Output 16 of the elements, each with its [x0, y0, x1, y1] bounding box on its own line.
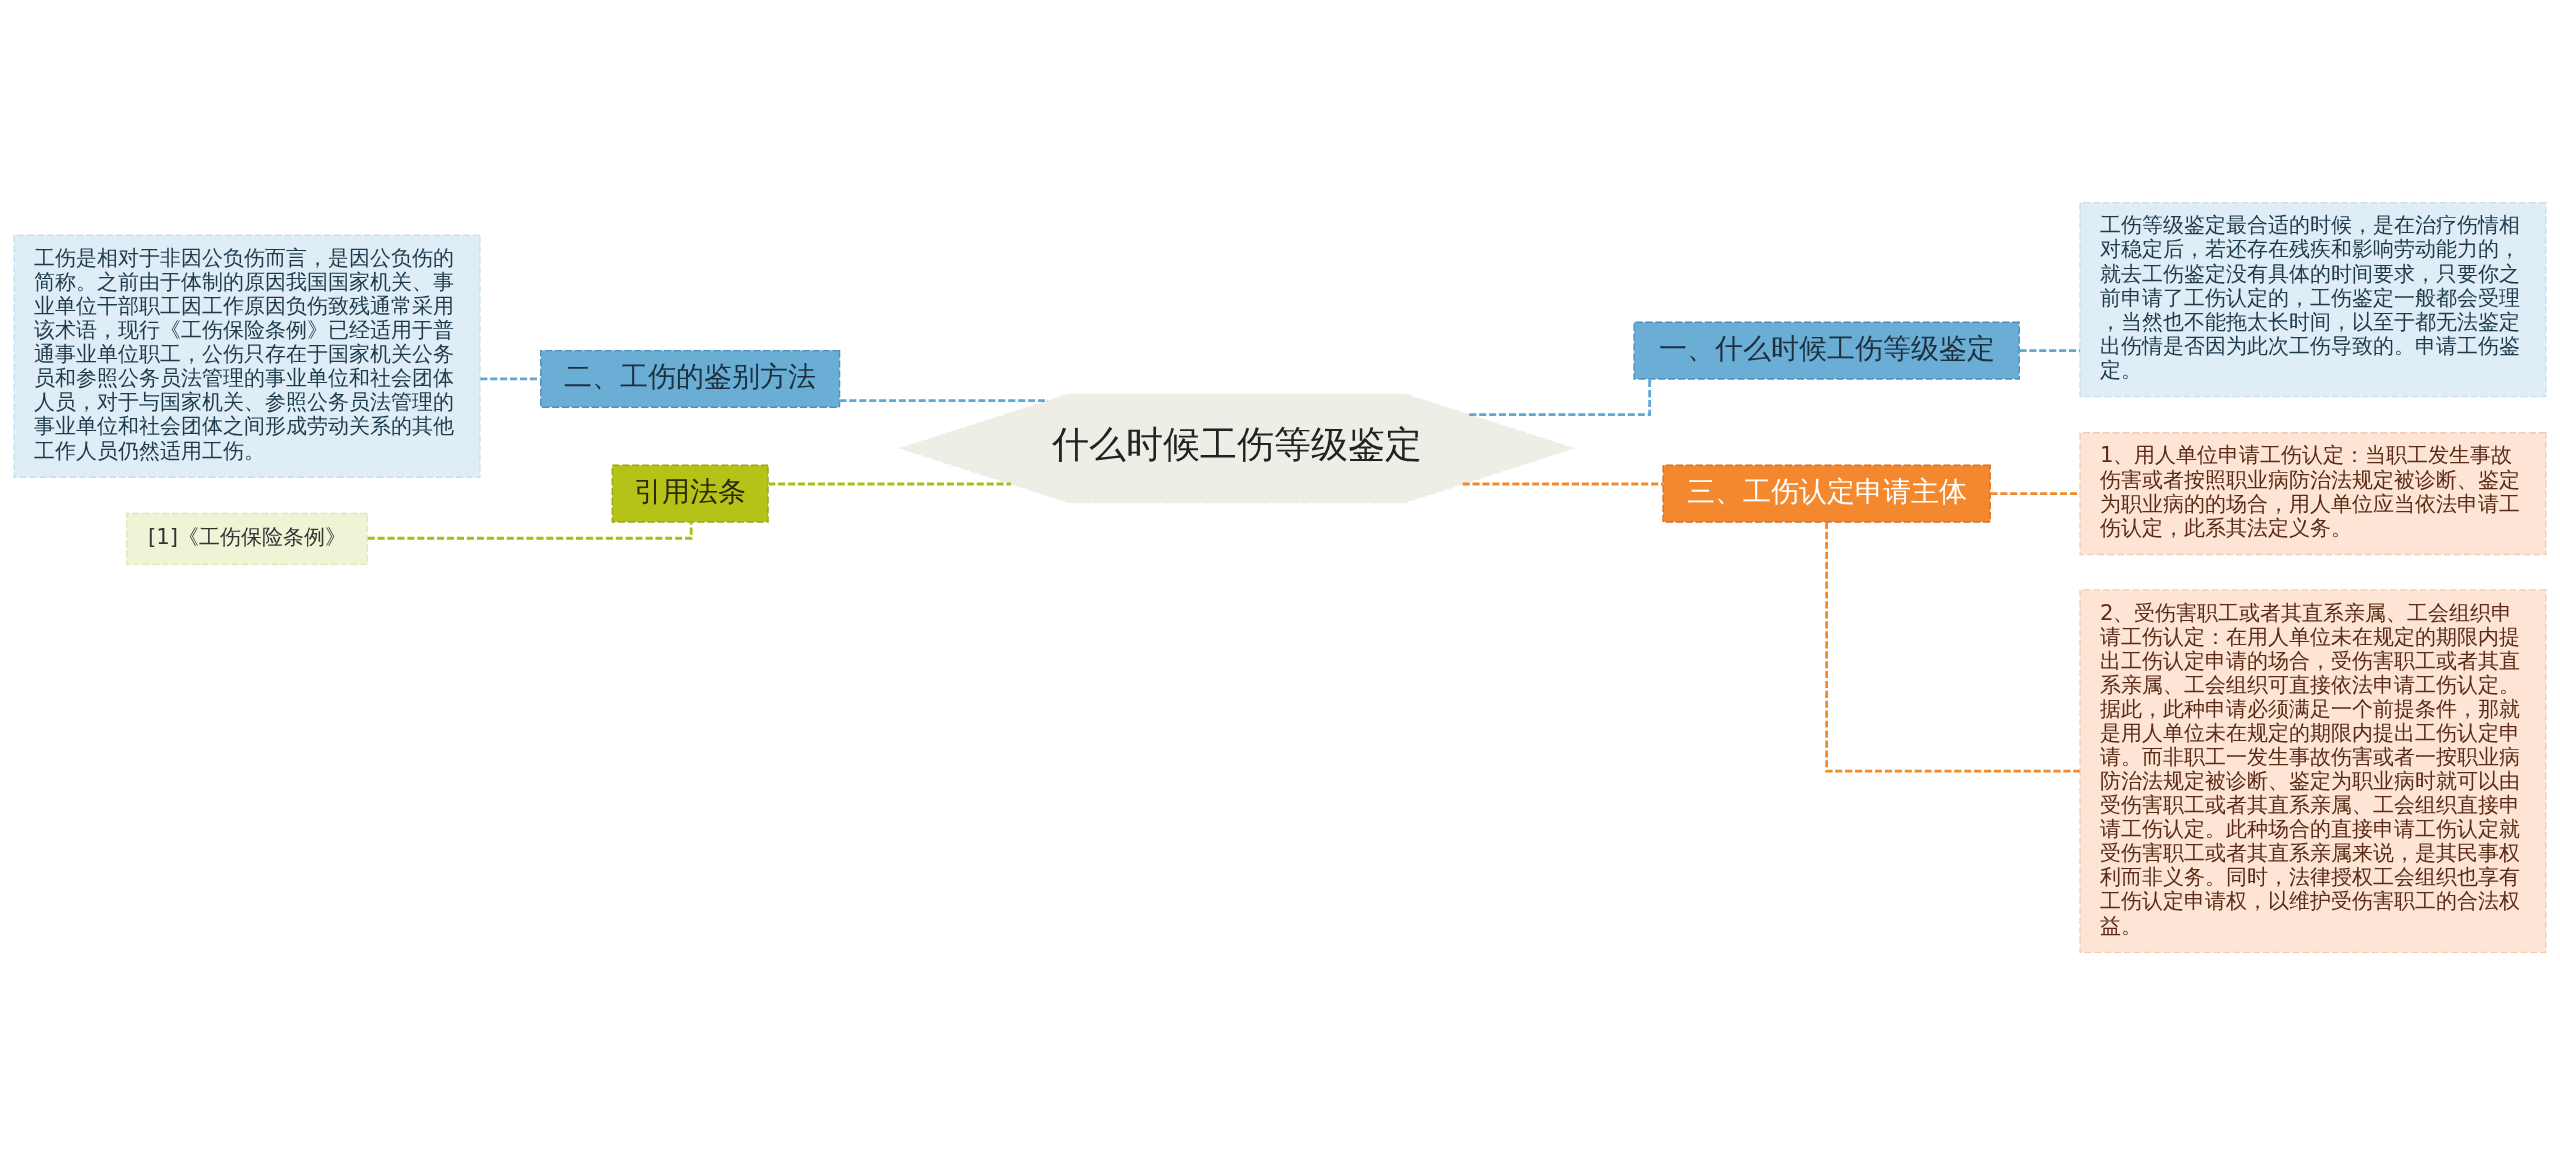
connector: [1462, 482, 1663, 486]
node-box: 工伤等级鉴定最合适的时候，是在治疗伤情相对稳定后，若还存在残疾和影响劳动能力的，就去工伤鉴定没有具体的时间要求，只要你之前申请了工伤认定的，工伤鉴定一般都会受理，当然也不能拖太长时间，以至于都无法鉴定出伤情是否因为此次工伤导致的。申请工伤鉴定。: [2079, 201, 2547, 398]
connector: [367, 522, 693, 540]
node-box: 引用法条: [611, 464, 769, 523]
connector: [839, 399, 1048, 403]
node-box: 工伤是相对于非因公负伤而言，是因公负伤的简称。之前由于体制的原因我国国家机关、事业单位干部职工因工作原因负伤致残通常采用该术语，现行《工伤保险条例》已经适用于普通事业单位职工，公伤只存在于国家机关公务员和参照公务员法管理的事业单位和社会团体人员，对于与国家机关、参照公务员法管理的事业单位和社会团体之间形成劳动关系的其他工作人员仍然适用工伤。: [13, 234, 481, 479]
connector: [2019, 349, 2081, 353]
node-box: 2、受伤害职工或者其直系亲属、工会组织申请工伤认定：在用人单位未在规定的期限内提出工伤认定申请的场合，受伤害职工或者其直系亲属、工会组织可直接依法申请工伤认定。据此，此种申请必须满足一个前提条件，那就是用人单位未在规定的期限内提出工伤认定申请。而非职工一发生事故伤害或者一按职业病防治法规定被诊断、鉴定为职业病时就可以由受伤害职工或者其直系亲属、工会组织直接申请工伤认定。此种场合的直接申请工伤认定就受伤害职工或者其直系亲属来说，是其民事权利而非义务。同时，法律授权工会组织也享有工伤认定申请权，以维护受伤害职工的合法权益。: [2079, 589, 2547, 954]
node-box: 一、什么时候工伤等级鉴定: [1633, 321, 2020, 380]
node-box: 二、工伤的鉴别方法: [540, 349, 841, 408]
connector: [768, 482, 1011, 486]
connector: [1825, 522, 2080, 773]
node-box: 1、用人单位申请工伤认定：当职工发生事故伤害或者按照职业病防治法规定被诊断、鉴定为职业病的的场合，用人单位应当依法申请工伤认定，此系其法定义务。: [2079, 432, 2547, 556]
connector: [1990, 492, 2080, 496]
node-box: 三、工伤认定申请主体: [1662, 464, 1991, 523]
node-box: [1]《工伤保险条例》: [125, 512, 369, 566]
